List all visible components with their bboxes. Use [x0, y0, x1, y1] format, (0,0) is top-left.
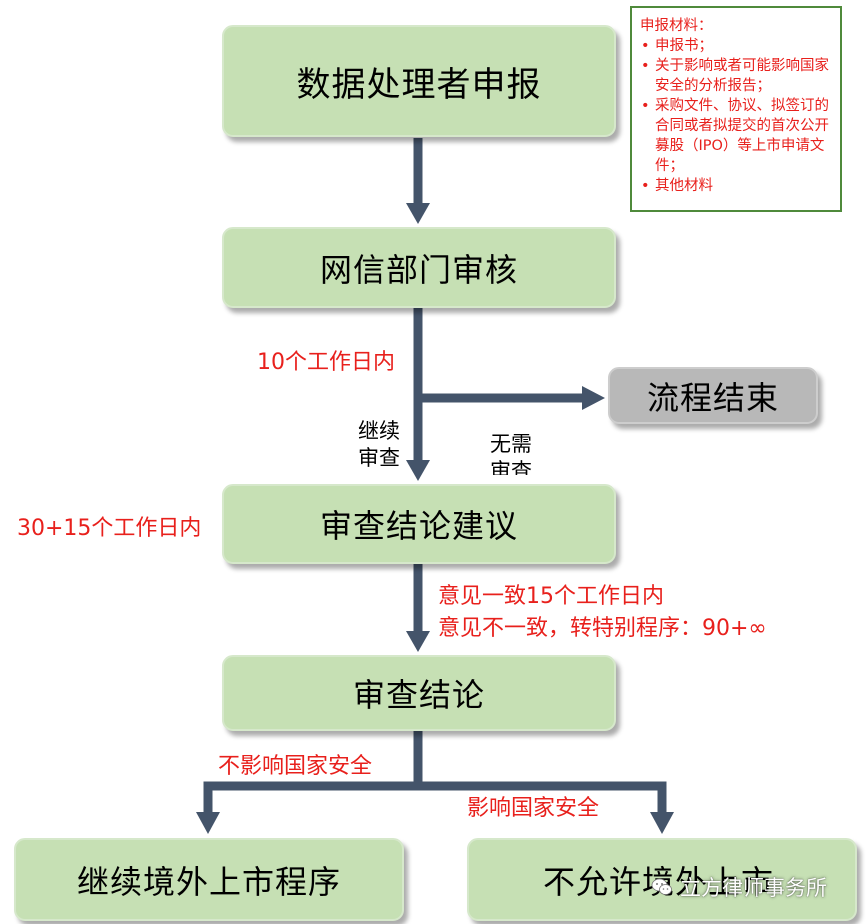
recommendation-node: 审查结论建议	[222, 484, 616, 564]
declare-node: 数据处理者申报	[222, 25, 616, 137]
continue-listing-node: 继续境外上市程序	[14, 838, 404, 921]
materials-item: 采购文件、协议、拟签订的合同或者拟提交的首次公开募股（IPO）等上市申请文件；	[640, 96, 834, 176]
agree-15-days-label: 意见一致15个工作日内	[438, 584, 664, 609]
arrowhead-no-listing	[650, 812, 674, 834]
within-30-15-days-label: 30+15个工作日内	[17, 516, 202, 541]
review-node: 网信部门审核	[222, 227, 616, 308]
arrowhead-recommendation	[406, 460, 430, 481]
no-review-label: 无需 审查	[490, 431, 532, 475]
materials-item: 其他材料	[640, 176, 834, 196]
conclusion-node: 审查结论	[222, 655, 616, 731]
materials-item: 关于影响或者可能影响国家安全的分析报告；	[640, 56, 834, 96]
affect-security-label: 影响国家安全	[467, 796, 600, 821]
disagree-special-label: 意见不一致，转特别程序：90+∞	[438, 616, 767, 641]
materials-item: 申报书；	[640, 36, 834, 56]
continue-review-line-1: 继续	[358, 419, 400, 443]
no-review-line-1: 无需	[490, 432, 532, 456]
watermark-text: 立方律师事务所	[680, 876, 827, 900]
materials-list: 申报书； 关于影响或者可能影响国家安全的分析报告； 采购文件、协议、拟签订的合同…	[640, 36, 834, 196]
continue-review-label: 继续 审查	[358, 418, 400, 472]
end-node: 流程结束	[608, 367, 818, 424]
arrowhead-conclusion	[406, 631, 430, 652]
not-affect-security-label: 不影响国家安全	[218, 754, 373, 779]
materials-note: 申报材料： 申报书； 关于影响或者可能影响国家安全的分析报告； 采购文件、协议、…	[630, 6, 842, 212]
arrowhead-review	[406, 203, 430, 224]
watermark: 立方律师事务所	[650, 872, 827, 902]
wechat-icon	[651, 878, 672, 895]
arrowhead-end	[582, 386, 605, 410]
materials-title: 申报材料：	[640, 18, 713, 34]
continue-review-line-2: 审查	[358, 446, 400, 470]
connector-split	[203, 781, 667, 814]
within-10-days-label: 10个工作日内	[257, 350, 395, 375]
no-review-line-2: 审查	[490, 459, 532, 475]
arrowhead-continue-listing	[196, 812, 220, 834]
